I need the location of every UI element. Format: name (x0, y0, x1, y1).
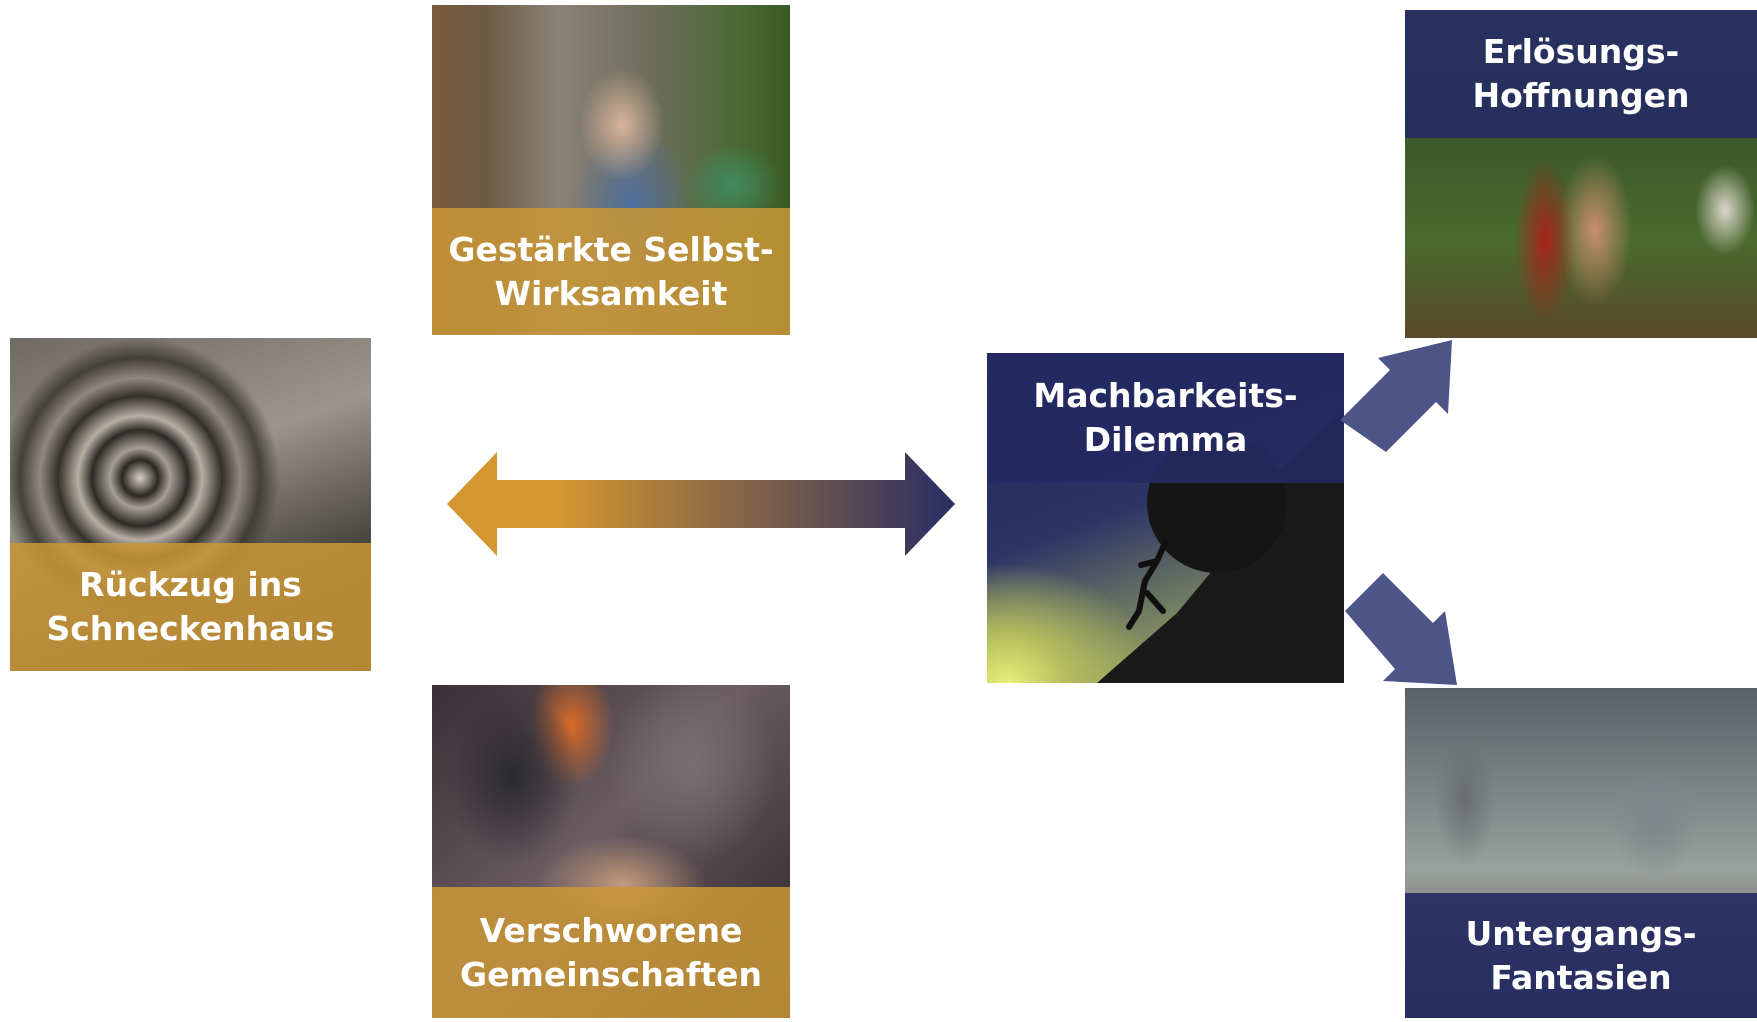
node-erloesung-label: Erlösungs- Hoffnungen (1405, 10, 1757, 138)
node-rueckzug-label: Rückzug ins Schneckenhaus (10, 543, 371, 671)
node-erloesung-line1: Erlösungs- (1482, 32, 1680, 71)
node-selbstwirksamkeit: Gestärkte Selbst- Wirksamkeit (432, 5, 790, 335)
arrow-down-right-icon (1345, 573, 1457, 685)
node-selbstwirksamkeit-line1: Gestärkte Selbst- (448, 229, 774, 269)
double-arrow-icon (447, 452, 955, 556)
node-dilemma-line2: Dilemma (1083, 420, 1248, 459)
node-untergang: Untergangs- Fantasien (1405, 688, 1757, 1018)
node-erloesung-line2: Hoffnungen (1472, 76, 1690, 115)
node-dilemma: Machbarkeits- Dilemma (987, 353, 1344, 683)
node-dilemma-line1: Machbarkeits- (1033, 376, 1298, 415)
node-rueckzug: Rückzug ins Schneckenhaus (10, 338, 371, 671)
arrow-up-right-icon (1340, 340, 1452, 452)
node-gemeinschaften-line1: Verschworene (479, 910, 743, 950)
node-selbstwirksamkeit-label: Gestärkte Selbst- Wirksamkeit (432, 208, 790, 335)
node-selbstwirksamkeit-line2: Wirksamkeit (494, 273, 728, 313)
node-untergang-label: Untergangs- Fantasien (1405, 893, 1757, 1018)
node-gemeinschaften: Verschworene Gemeinschaften (432, 685, 790, 1018)
node-gemeinschaften-line2: Gemeinschaften (459, 954, 762, 994)
node-untergang-line1: Untergangs- (1465, 913, 1697, 953)
node-gemeinschaften-label: Verschworene Gemeinschaften (432, 887, 790, 1018)
node-erloesung: Erlösungs- Hoffnungen (1405, 10, 1757, 338)
node-untergang-line2: Fantasien (1490, 957, 1672, 997)
node-dilemma-label: Machbarkeits- Dilemma (987, 353, 1344, 483)
node-rueckzug-line1: Rückzug ins (79, 565, 302, 604)
node-rueckzug-line2: Schneckenhaus (46, 609, 335, 648)
